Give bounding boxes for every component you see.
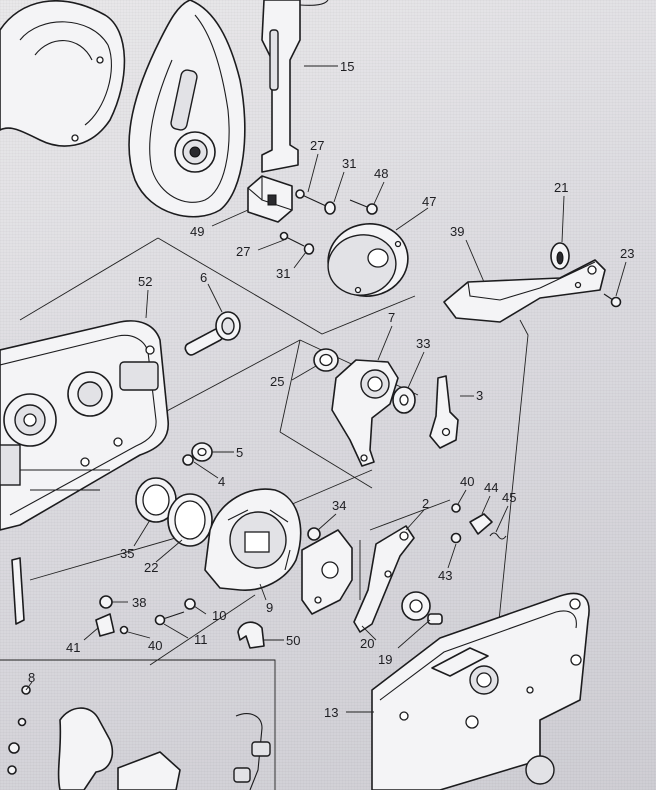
callout-50: 50 xyxy=(286,633,300,648)
part-41-clip xyxy=(95,613,115,637)
part-15-arm xyxy=(261,0,329,173)
part-13-base-plate xyxy=(371,592,590,790)
callout-39: 39 xyxy=(450,224,464,239)
part-40-screw-bottom xyxy=(119,625,129,635)
callout-8: 8 xyxy=(28,670,35,685)
callout-2: 2 xyxy=(422,496,429,511)
part-21-ring xyxy=(550,242,570,270)
callout-49: 49 xyxy=(190,224,204,239)
left-edge-bracket xyxy=(11,557,25,625)
screw-27-lower xyxy=(279,231,305,247)
part-10-washer xyxy=(184,598,196,610)
callout-6: 6 xyxy=(200,270,207,285)
callout-27: 27 xyxy=(310,138,324,153)
callout-25: 25 xyxy=(270,374,284,389)
part-49-block xyxy=(247,175,293,223)
part-43-pin xyxy=(450,532,462,544)
part-2-lever xyxy=(353,525,415,633)
part-47-disc xyxy=(327,223,409,297)
part-22-ring xyxy=(167,493,213,547)
part-5-washer xyxy=(191,442,213,462)
top-cowl-housing xyxy=(0,0,126,147)
leader-lines xyxy=(25,65,627,713)
callout-35: 35 xyxy=(120,546,134,561)
part-3-link xyxy=(429,375,459,449)
callout-labels: 15 27 31 48 47 49 27 31 21 39 23 52 6 7 … xyxy=(28,59,634,720)
part-11-bolt xyxy=(154,611,185,626)
washer-31-lower xyxy=(303,243,315,255)
callout-19: 19 xyxy=(378,652,392,667)
part-19-cam xyxy=(401,591,443,625)
callout-23: 23 xyxy=(620,246,634,261)
callout-7: 7 xyxy=(388,310,395,325)
callout-9: 9 xyxy=(266,600,273,615)
callout-38: 38 xyxy=(132,595,146,610)
callout-31-lower: 31 xyxy=(276,266,290,281)
callout-31: 31 xyxy=(342,156,356,171)
screw-48 xyxy=(349,199,378,215)
part-45-spring xyxy=(489,532,507,540)
part-44-clip xyxy=(469,513,493,535)
callout-44: 44 xyxy=(484,480,498,495)
part-9-gear-plate xyxy=(204,488,302,591)
callout-10: 10 xyxy=(212,608,226,623)
callout-22: 22 xyxy=(144,560,158,575)
part-38-ball xyxy=(99,595,113,609)
part-40-screw-top xyxy=(451,503,461,513)
callout-43: 43 xyxy=(438,568,452,583)
part-23-screw xyxy=(603,293,622,308)
callout-20: 20 xyxy=(360,636,374,651)
callout-40-lower: 40 xyxy=(148,638,162,653)
callout-15: 15 xyxy=(340,59,354,74)
callout-27-lower: 27 xyxy=(236,244,250,259)
callout-3: 3 xyxy=(476,388,483,403)
part-39-lever xyxy=(443,259,606,323)
callout-47: 47 xyxy=(422,194,436,209)
washer-31-top xyxy=(324,201,336,215)
screw-27-top xyxy=(295,189,327,207)
callout-5: 5 xyxy=(236,445,243,460)
callout-33: 33 xyxy=(416,336,430,351)
bottom-left-subassembly xyxy=(7,685,271,790)
part-25-seal xyxy=(313,348,339,372)
callout-45: 45 xyxy=(502,490,516,505)
part-7-bracket xyxy=(331,359,399,467)
callout-4: 4 xyxy=(218,474,225,489)
callout-41: 41 xyxy=(66,640,80,655)
callout-11: 11 xyxy=(194,632,208,647)
callout-52: 52 xyxy=(138,274,152,289)
callout-40: 40 xyxy=(460,474,474,489)
callout-48: 48 xyxy=(374,166,388,181)
part-35-ring xyxy=(135,477,177,523)
callout-34: 34 xyxy=(332,498,346,513)
part-4-nut xyxy=(182,454,194,466)
callout-21: 21 xyxy=(554,180,568,195)
part-plate-20 xyxy=(301,529,353,615)
part-50-clamp xyxy=(237,621,265,649)
part-6-shaft xyxy=(184,311,241,356)
part-33-washer xyxy=(392,386,416,414)
part-52-main-housing xyxy=(0,320,169,531)
callout-13: 13 xyxy=(324,705,338,720)
part-34-ring xyxy=(307,527,321,541)
control-lever-arm xyxy=(128,0,246,218)
